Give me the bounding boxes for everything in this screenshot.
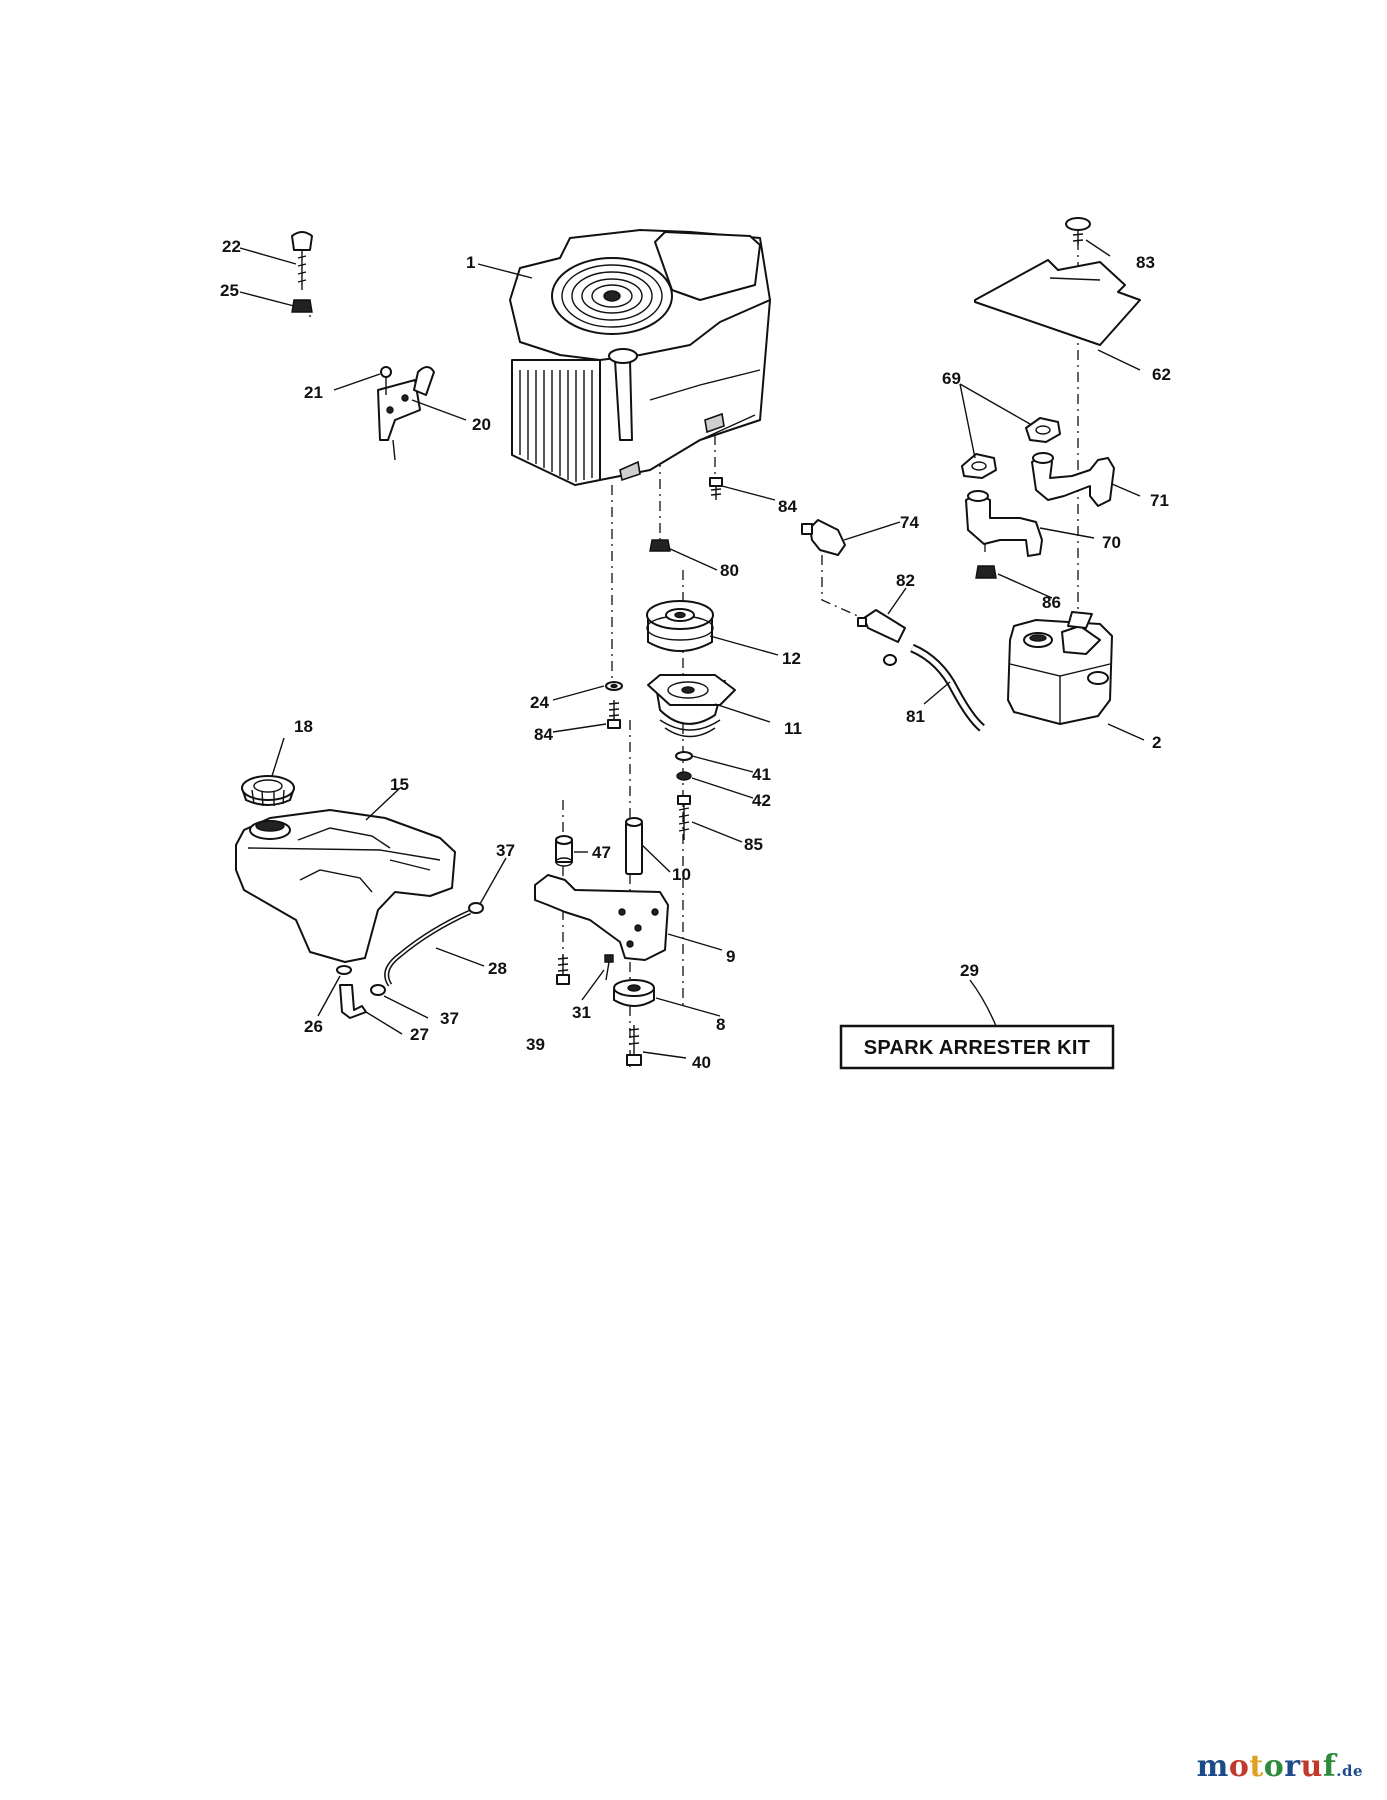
- spark-arrester-kit-label: SPARK ARRESTER KIT: [864, 1037, 1091, 1059]
- callout-31: 31: [572, 1003, 591, 1022]
- nut-25: [291, 299, 313, 313]
- exhaust-pipe-70: [965, 490, 1043, 557]
- callout-25: 25: [220, 281, 239, 300]
- callout-29: 29: [960, 961, 979, 980]
- callout-42: 42: [752, 791, 771, 810]
- screw-31: [604, 954, 614, 981]
- callout-27: 27: [410, 1025, 429, 1044]
- bracket-plate-9: [534, 874, 669, 961]
- callout-47: 47: [592, 843, 611, 862]
- watermark-letter: t: [1249, 1749, 1264, 1784]
- watermark-letter: o: [1263, 1749, 1285, 1784]
- watermark-letter: o: [1228, 1749, 1250, 1784]
- callout-83: 83: [1136, 253, 1155, 272]
- throttle-bracket-20: [377, 366, 435, 461]
- screw-83: [1065, 217, 1091, 245]
- washer-24: [605, 681, 623, 691]
- leader-lines: [239, 239, 1145, 1059]
- callout-37-lower: 37: [440, 1009, 459, 1028]
- nut-86: [975, 565, 997, 579]
- callout-84-upper: 84: [778, 497, 797, 516]
- fuel-fitting-74: [801, 519, 846, 556]
- fuel-line-28: [384, 909, 472, 987]
- callout-21: 21: [304, 383, 323, 402]
- callout-84-lower: 84: [534, 725, 553, 744]
- callout-18: 18: [294, 717, 313, 736]
- engine: [509, 229, 771, 486]
- bolt-85: [677, 795, 691, 840]
- grommet-26: [336, 965, 352, 975]
- callout-37-upper: 37: [496, 841, 515, 860]
- callout-11: 11: [784, 719, 802, 738]
- gasket-69-upper: [1025, 417, 1061, 443]
- motoruf-watermark: motoruf.de: [1197, 1749, 1363, 1784]
- callout-26: 26: [304, 1017, 323, 1036]
- muffler-2: [1007, 611, 1113, 725]
- watermark-letter: r: [1284, 1749, 1301, 1784]
- callout-70: 70: [1102, 533, 1121, 552]
- exhaust-pipe-71: [1031, 452, 1115, 507]
- watermark-domain: .de: [1336, 1762, 1363, 1780]
- callout-71: 71: [1150, 491, 1169, 510]
- callout-28: 28: [488, 959, 507, 978]
- watermark-brand: motoruf: [1197, 1749, 1337, 1784]
- clutch-11: [647, 674, 736, 738]
- fuel-hose-81: [910, 643, 986, 732]
- nut-80: [649, 539, 671, 552]
- washer-41: [675, 751, 693, 761]
- bolt-39: [556, 955, 570, 985]
- callout-81: 81: [906, 707, 925, 726]
- callout-12: 12: [782, 649, 801, 668]
- callout-1: 1: [466, 253, 475, 272]
- spacer-47: [555, 835, 573, 867]
- watermark-letter: m: [1196, 1749, 1229, 1784]
- spacer-10: [625, 817, 643, 875]
- callout-74: 74: [900, 513, 919, 532]
- screw-21: [380, 366, 392, 395]
- watermark-letter: u: [1300, 1749, 1323, 1784]
- fuel-filter-82: [857, 609, 906, 666]
- callout-22: 22: [222, 237, 241, 256]
- callout-41: 41: [752, 765, 771, 784]
- spark-arrester-kit-box: SPARK ARRESTER KIT: [839, 1024, 1115, 1070]
- watermark-letter: f: [1322, 1749, 1337, 1784]
- callout-20: 20: [472, 415, 491, 434]
- callout-80: 80: [720, 561, 739, 580]
- pulley-12: [646, 600, 714, 652]
- gasket-69-lower: [961, 453, 997, 479]
- heat-shield-62: [974, 259, 1141, 346]
- fuel-tank-15: [235, 809, 456, 963]
- callout-15: 15: [390, 775, 409, 794]
- gas-cap-18: [241, 775, 295, 807]
- callout-85: 85: [744, 835, 763, 854]
- bolt-40: [626, 1025, 642, 1066]
- callout-8: 8: [716, 1015, 725, 1034]
- bolt-22: [291, 231, 313, 290]
- washer-42: [676, 771, 692, 781]
- shutoff-valve-27: [339, 984, 367, 1019]
- callout-2: 2: [1152, 733, 1161, 752]
- callout-40: 40: [692, 1053, 711, 1072]
- clamp-37-lower: [370, 984, 386, 996]
- clamp-37-upper: [468, 902, 484, 914]
- callout-39: 39: [526, 1035, 545, 1054]
- callout-82: 82: [896, 571, 915, 590]
- callout-62: 62: [1152, 365, 1171, 384]
- callouts: 1 22 25 21 20 84 80 12 24 84 11 41 42 85…: [220, 237, 1171, 1072]
- callout-24: 24: [530, 693, 549, 712]
- callout-10: 10: [672, 865, 691, 884]
- idler-pulley-8: [613, 979, 655, 1007]
- callout-69: 69: [942, 369, 961, 388]
- callout-9: 9: [726, 947, 735, 966]
- callout-86: 86: [1042, 593, 1061, 612]
- bolt-84-lower: [607, 700, 621, 729]
- bolt-84-upper: [709, 477, 723, 500]
